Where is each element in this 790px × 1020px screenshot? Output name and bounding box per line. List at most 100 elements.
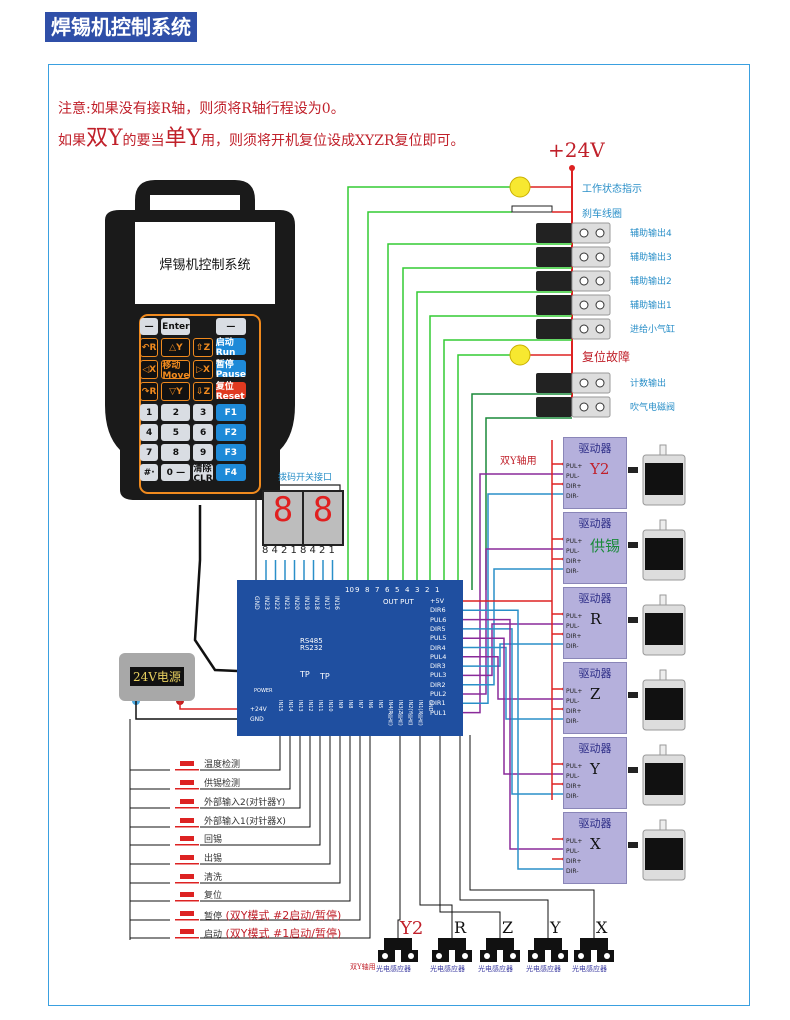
terminal-screw xyxy=(579,402,589,412)
driver-pin-DIR-: DIR- xyxy=(566,793,579,800)
driver-pin-DIR+: DIR+ xyxy=(566,633,582,640)
key-—[interactable]: — xyxy=(140,318,159,335)
top-pin-IN17: IN17 xyxy=(323,596,330,610)
switch-icon xyxy=(180,874,194,879)
key-#·[interactable]: #· xyxy=(140,464,159,481)
driver-pin-DIR-: DIR- xyxy=(566,718,579,725)
key-▽Y[interactable]: ▽Y xyxy=(161,382,191,401)
bottom-pin-IN5: IN5 xyxy=(377,700,383,709)
diagram-frame xyxy=(48,64,750,1006)
key-暂停-Pause[interactable]: 暂停 Pause xyxy=(215,360,246,380)
motor-body xyxy=(645,538,683,570)
key-△Y[interactable]: △Y xyxy=(161,338,191,357)
key-4[interactable]: 4 xyxy=(140,424,159,441)
motor-shaft xyxy=(659,744,667,756)
terminal-screw xyxy=(595,324,605,334)
driver-pin-DIR-: DIR- xyxy=(566,568,579,575)
key-F3[interactable]: F3 xyxy=(215,444,246,461)
driver-title: 驱动器 xyxy=(578,592,612,605)
key-▷X[interactable]: ▷X xyxy=(193,360,213,379)
key-9[interactable]: 9 xyxy=(193,444,213,461)
key-6[interactable]: 6 xyxy=(193,424,213,441)
bottom-pin-IN2(Y原点): IN2(Y原点) xyxy=(407,700,413,726)
output-pin-num: 3 xyxy=(415,586,420,594)
key-F4[interactable]: F4 xyxy=(215,464,246,481)
sensor-hole xyxy=(510,953,516,959)
tp-label: TP xyxy=(300,670,310,679)
key-F2[interactable]: F2 xyxy=(215,424,246,441)
switch-base xyxy=(175,919,199,921)
right-pin-DIR5: DIR5 xyxy=(430,624,446,633)
key-—[interactable]: — xyxy=(215,318,246,335)
controller-board xyxy=(237,580,463,736)
driver-pin-DIR-: DIR- xyxy=(566,493,579,500)
pul-minus-wire xyxy=(462,656,563,700)
top-pin-IN22: IN22 xyxy=(273,596,280,610)
terminal-screw xyxy=(579,378,589,388)
output-pin-num: 10 xyxy=(345,586,354,594)
driver-axis-label: Z xyxy=(590,685,601,703)
output-pin-num: 7 xyxy=(375,586,380,594)
switch-base xyxy=(175,900,199,902)
terminal-screw xyxy=(579,228,589,238)
key-清除-CLR[interactable]: 清除 CLR xyxy=(193,464,213,484)
rs232-label: RS232 xyxy=(300,644,323,652)
key-◁X[interactable]: ◁X xyxy=(140,360,159,379)
dip-weight-7: 1 xyxy=(328,545,335,556)
output-label-9: 计数输出 xyxy=(630,379,667,389)
driver-axis-label: R xyxy=(590,610,602,628)
input-wire xyxy=(200,735,291,790)
terminal-screw xyxy=(595,252,605,262)
sensor-icon xyxy=(438,938,466,952)
motor-body xyxy=(645,613,683,645)
input-label-7: 清洗 xyxy=(204,870,222,883)
relay-icon xyxy=(536,373,572,393)
pin-24v: +24V xyxy=(250,706,267,713)
output-wire xyxy=(429,315,572,590)
key-3[interactable]: 3 xyxy=(193,404,213,421)
key-↷R[interactable]: ↷R xyxy=(140,382,159,401)
output-wire xyxy=(416,291,572,590)
key-7[interactable]: 7 xyxy=(140,444,159,461)
key-F1[interactable]: F1 xyxy=(215,404,246,421)
key-⇧Z[interactable]: ⇧Z xyxy=(193,338,213,357)
driver-pin-PUL-: PUL- xyxy=(566,623,580,630)
key-2[interactable]: 2 xyxy=(161,404,191,421)
key-8[interactable]: 8 xyxy=(161,444,191,461)
top-pin-IN19: IN19 xyxy=(303,596,310,610)
driver-pin-DIR-: DIR- xyxy=(566,868,579,875)
input-label-9: 暂停 (双Y模式 #2启动/暂停) xyxy=(204,907,341,923)
output-wire xyxy=(387,243,572,590)
key-↶R[interactable]: ↶R xyxy=(140,338,159,357)
input-wire xyxy=(200,735,361,921)
terminal-screw xyxy=(595,300,605,310)
key-⇩Z[interactable]: ⇩Z xyxy=(193,382,213,401)
key-移动-Move[interactable]: 移动 Move xyxy=(161,360,191,381)
switch-base xyxy=(175,863,199,865)
right-pin-PUL2: PUL2 xyxy=(430,690,447,698)
key-1[interactable]: 1 xyxy=(140,404,159,421)
sensor-slot xyxy=(497,950,503,962)
input-label-10: 启动 (双Y模式 #1启动/暂停) xyxy=(204,925,341,941)
key-复位-Reset[interactable]: 复位 Reset xyxy=(215,382,246,402)
sensor-label: 光电感应器 xyxy=(430,965,465,973)
terminal-screw xyxy=(595,228,605,238)
input-label-1: 温度检测 xyxy=(204,757,240,770)
switch-base xyxy=(175,826,199,828)
arrow-icon xyxy=(628,542,638,548)
relay-terminal xyxy=(571,318,611,340)
input-name: 温度检测 xyxy=(204,760,241,770)
key-启动-Run[interactable]: 启动 Run xyxy=(215,338,246,358)
key-5[interactable]: 5 xyxy=(161,424,191,441)
key-0-—[interactable]: 0 — xyxy=(161,464,191,481)
sensor-hole xyxy=(462,953,468,959)
bottom-pin-IN12: IN12 xyxy=(307,700,313,712)
key-Enter[interactable]: Enter xyxy=(161,318,191,335)
input-label-2: 供锡检测 xyxy=(204,776,240,789)
arrow-icon xyxy=(628,692,638,698)
output-pin-num: 8 xyxy=(365,586,370,594)
sensor-wire xyxy=(469,735,595,938)
output-label-10: 吹气电磁阀 xyxy=(630,403,676,413)
